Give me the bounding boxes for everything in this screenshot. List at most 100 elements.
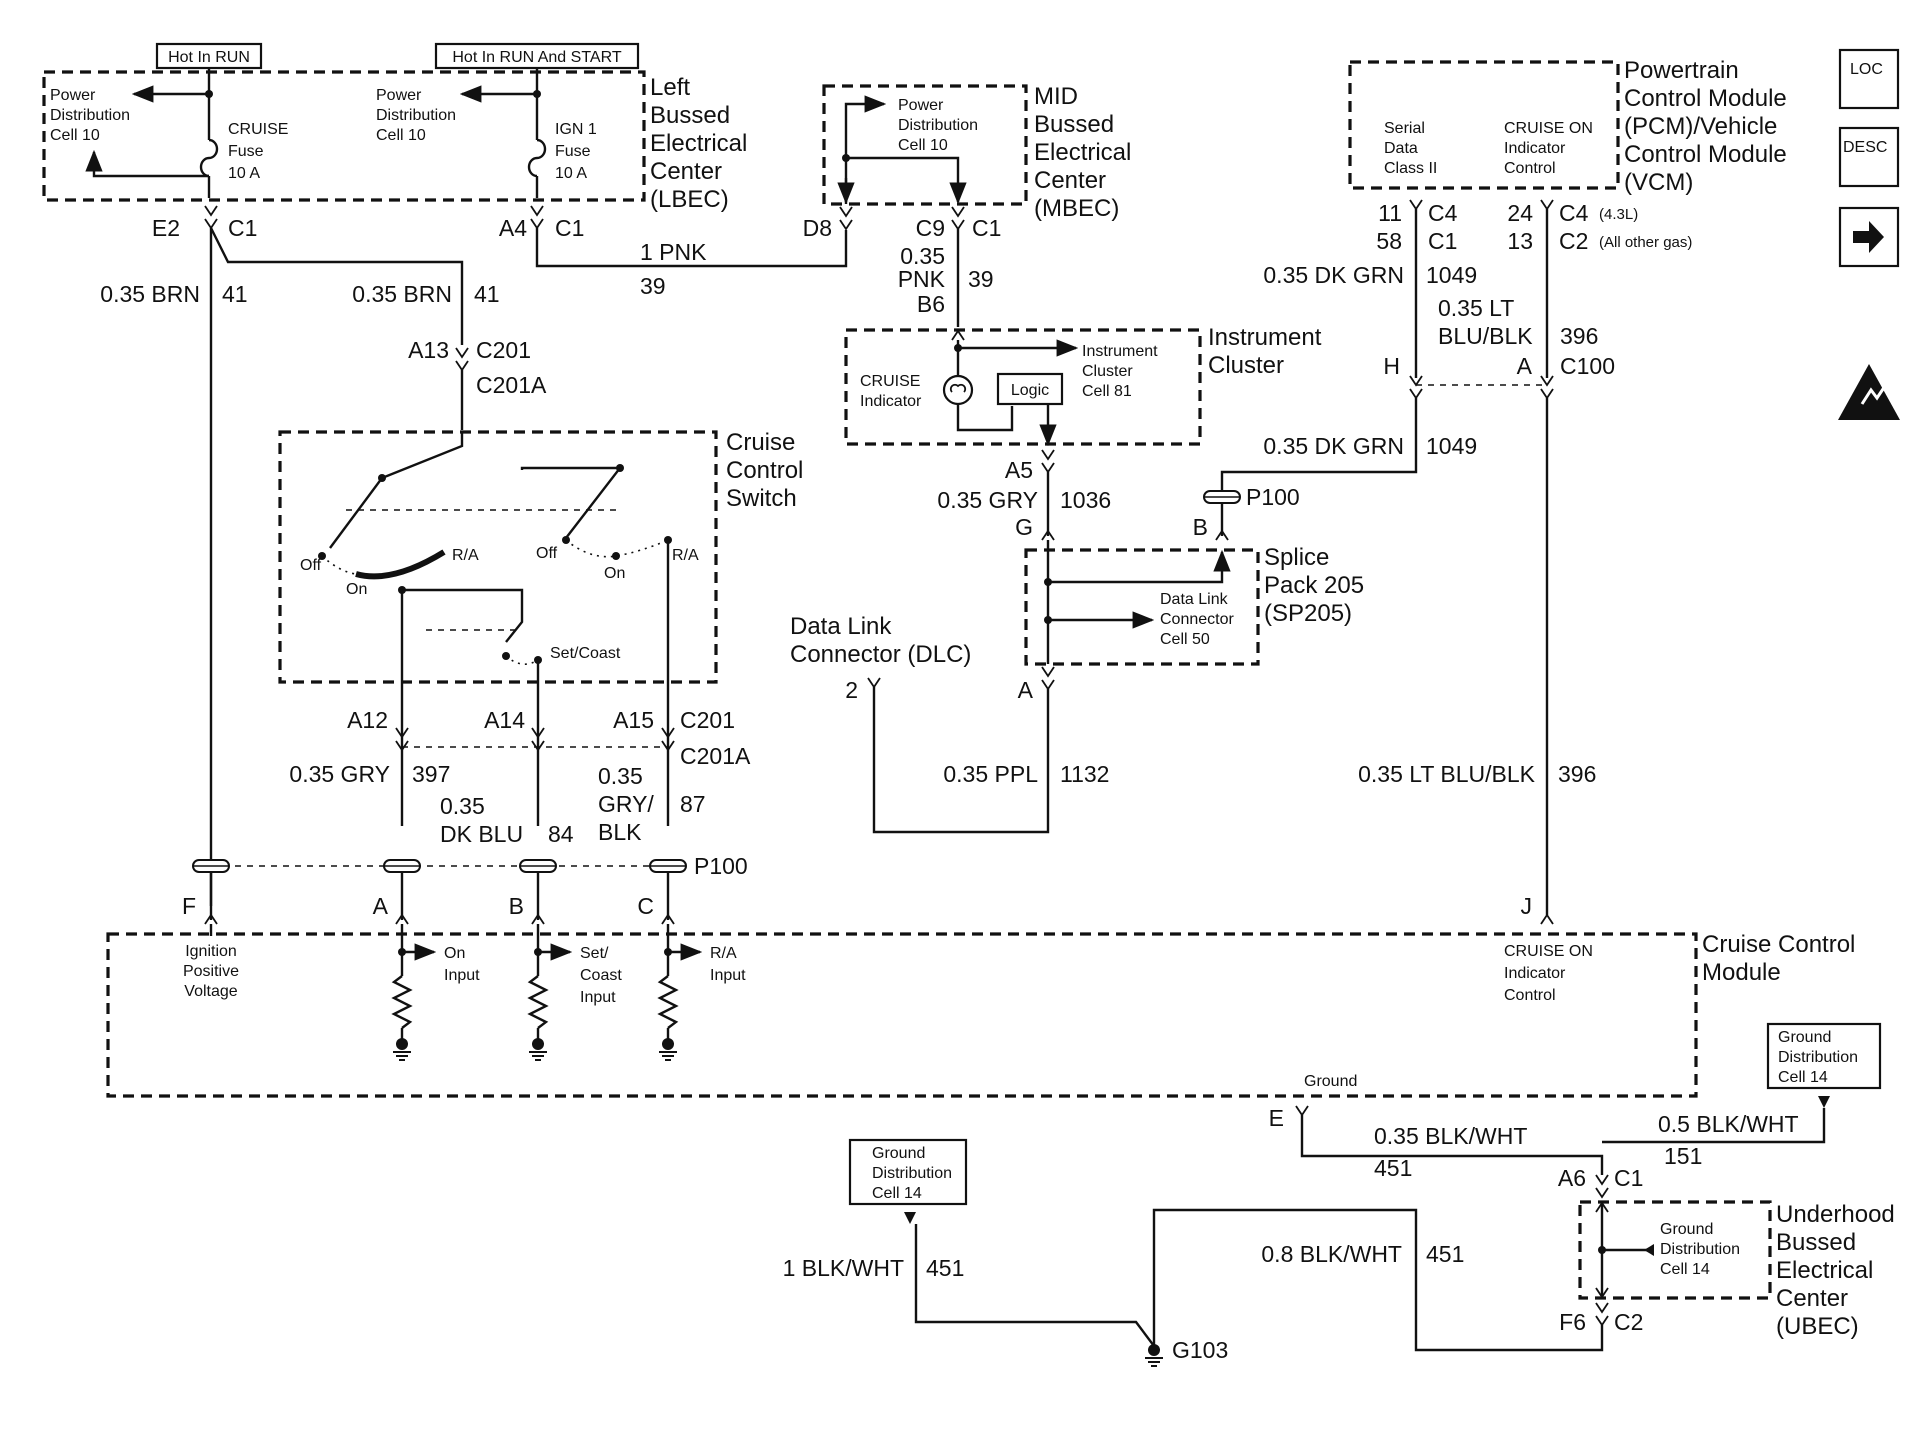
svg-text:0.35: 0.35: [598, 763, 643, 789]
location-icon[interactable]: [1838, 48, 1900, 110]
ccm-input-circuits: [391, 924, 703, 1061]
g103-ground-icon: [1144, 1343, 1164, 1367]
logic-block: [996, 372, 1064, 406]
svg-text:Off: Off: [536, 545, 558, 562]
svg-text:A14: A14: [484, 707, 525, 733]
svg-text:C1: C1: [972, 215, 1001, 241]
svg-text:41: 41: [474, 281, 500, 307]
svg-text:Off: Off: [300, 557, 322, 574]
svg-text:C9: C9: [916, 215, 945, 241]
svg-text:G103: G103: [1172, 1337, 1228, 1363]
svg-text:B: B: [509, 893, 524, 919]
svg-text:0.35 BRN: 0.35 BRN: [100, 281, 200, 307]
ground-symbol-icon: [528, 1037, 548, 1061]
svg-text:13: 13: [1507, 228, 1533, 254]
svg-text:1036: 1036: [1060, 487, 1111, 513]
svg-text:C201: C201: [680, 707, 735, 733]
svg-text:0.35: 0.35: [440, 793, 485, 819]
svg-text:84: 84: [548, 821, 574, 847]
svg-text:0.35 PPL: 0.35 PPL: [943, 761, 1038, 787]
ign1-fuse-icon: [527, 138, 547, 178]
svg-text:B6: B6: [917, 291, 945, 317]
hot-in-run-start-label: Hot In RUN And START: [452, 49, 621, 66]
svg-text:11: 11: [1378, 200, 1402, 226]
svg-text:C2: C2: [1614, 1309, 1643, 1335]
svg-text:0.8 BLK/WHT: 0.8 BLK/WHT: [1261, 1241, 1402, 1267]
svg-text:C1: C1: [1428, 228, 1457, 254]
svg-text:C1: C1: [555, 215, 584, 241]
ground-distribution-box-left: [848, 1138, 968, 1206]
resistor-icon: [657, 975, 679, 1029]
svg-text:A: A: [373, 893, 389, 919]
svg-text:1 PNK: 1 PNK: [640, 239, 707, 265]
svg-text:1 BLK/WHT: 1 BLK/WHT: [783, 1255, 904, 1281]
svg-text:39: 39: [968, 266, 994, 292]
svg-text:1132: 1132: [1060, 761, 1109, 787]
svg-text:151: 151: [1664, 1143, 1702, 1169]
ground-symbol-icon: [658, 1037, 678, 1061]
svg-text:On: On: [604, 565, 625, 582]
svg-text:Logic: Logic: [1011, 382, 1049, 399]
svg-text:BLK: BLK: [598, 819, 642, 845]
svg-text:0.35 BLK/WHT: 0.35 BLK/WHT: [1374, 1123, 1527, 1149]
svg-text:451: 451: [1426, 1241, 1464, 1267]
svg-text:DK BLU: DK BLU: [440, 821, 523, 847]
on-ra-contact: [355, 549, 446, 580]
svg-text:C1: C1: [1614, 1165, 1643, 1191]
svg-text:0.35 GRY: 0.35 GRY: [937, 487, 1038, 513]
svg-text:E2: E2: [152, 215, 180, 241]
svg-text:E: E: [1269, 1105, 1284, 1131]
svg-text:C1: C1: [228, 215, 257, 241]
svg-text:J: J: [1521, 893, 1533, 919]
svg-text:2: 2: [845, 677, 858, 703]
svg-text:A12: A12: [347, 707, 388, 733]
resistor-icon: [391, 975, 413, 1029]
svg-text:D8: D8: [803, 215, 832, 241]
svg-text:A: A: [1018, 677, 1034, 703]
svg-text:396: 396: [1560, 323, 1598, 349]
cruise-indicator-bulb-icon: [942, 374, 974, 406]
svg-text:(4.3L): (4.3L): [1599, 206, 1638, 223]
svg-text:G: G: [1015, 514, 1033, 540]
svg-text:C2: C2: [1559, 228, 1588, 254]
svg-text:39: 39: [640, 273, 666, 299]
svg-text:(All other gas): (All other gas): [1599, 234, 1692, 251]
svg-text:0.35: 0.35: [900, 243, 945, 269]
svg-text:0.35 GRY: 0.35 GRY: [289, 761, 390, 787]
svg-text:451: 451: [1374, 1155, 1412, 1181]
svg-text:1049: 1049: [1426, 262, 1477, 288]
svg-text:1049: 1049: [1426, 433, 1477, 459]
svg-text:Ground: Ground: [1304, 1073, 1357, 1090]
svg-text:F6: F6: [1559, 1309, 1586, 1335]
svg-text:C4: C4: [1559, 200, 1589, 226]
svg-text:397: 397: [412, 761, 450, 787]
description-icon[interactable]: [1838, 126, 1900, 188]
svg-text:P100: P100: [1246, 484, 1300, 510]
ground-symbol-icon: [392, 1037, 412, 1061]
svg-text:On: On: [346, 581, 367, 598]
svg-text:C201A: C201A: [680, 743, 751, 769]
